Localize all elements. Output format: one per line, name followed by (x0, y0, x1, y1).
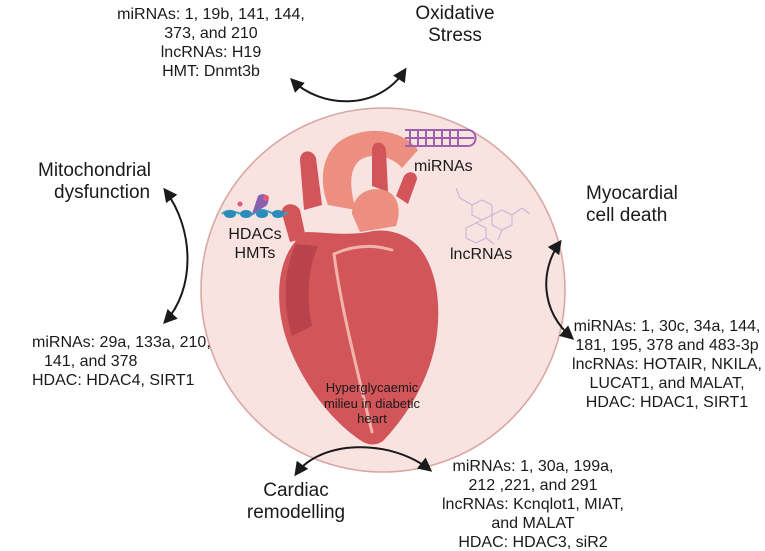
regulator-line: HDAC: HDAC3, siR2 (458, 533, 608, 551)
caption-line: heart (357, 411, 387, 427)
outcome-line: Cardiac (263, 480, 329, 501)
regulator-line: 181, 195, 378 and 483-3p (575, 336, 759, 354)
regulator-line: miRNAs: 29a, 133a, 210, (32, 334, 211, 351)
regulator-line: lncRNAs: HOTAIR, NKILA, (572, 355, 762, 373)
label-hdacs: HDACs (228, 226, 282, 243)
outcome-line: cell death (586, 205, 668, 227)
caption-line: Hyperglycaemic (325, 380, 419, 395)
regulator-line: and MALAT (491, 514, 575, 532)
regulators-cardiac-remodelling: miRNAs: 1, 30a, 199a, 212 ,221, and 291 … (433, 458, 633, 551)
molecule-structure-icon (455, 187, 531, 245)
arrow-top (290, 67, 407, 103)
regulator-line: miRNAs: 1, 30c, 34a, 144, (573, 318, 761, 335)
label-hmts: HMTs (234, 244, 276, 262)
outcome-line: Stress (428, 25, 482, 47)
cycle-arrows (163, 67, 575, 477)
arrow-right (545, 239, 575, 340)
outcome-mitochondrial-dysfunction: Mitochondrial dysfunction (38, 160, 178, 205)
label-mirnas: miRNAs (414, 158, 473, 175)
regulators-mitochondrial: miRNAs: 29a, 133a, 210, 141, and 378 HDA… (32, 334, 242, 391)
regulator-line: lncRNAs: H19 (160, 43, 262, 61)
outcome-myocardial-cell-death: Myocardial cell death (586, 183, 706, 228)
outcome-line: dysfunction (54, 182, 151, 204)
arrow-left (163, 187, 189, 325)
outcome-line: remodelling (246, 502, 346, 524)
regulator-line: 141, and 378 (44, 352, 138, 370)
regulator-line: HDAC: HDAC4, SIRT1 (32, 371, 195, 389)
heart-icon (279, 130, 439, 445)
outcome-line: Myocardial (586, 183, 678, 204)
nucleosome-icon (221, 194, 289, 218)
regulator-line: miRNAs: 1, 30a, 199a, (452, 458, 614, 475)
regulator-line: 212 ,221, and 291 (468, 476, 598, 494)
regulators-oxidative-stress: miRNAs: 1, 19b, 141, 144, 373, and 210 l… (112, 6, 310, 82)
caption-line: milieu in diabetic (323, 395, 421, 411)
arrow-bottom (294, 446, 433, 477)
hairpin-rna-icon (405, 129, 477, 147)
label-lncrnas: lncRNAs (450, 246, 513, 263)
outcome-line: Mitochondrial (38, 160, 151, 181)
center-caption: Hyperglycaemic milieu in diabetic heart (306, 380, 438, 427)
regulator-line: miRNAs: 1, 19b, 141, 144, (117, 6, 305, 23)
regulator-line: HMT: Dnmt3b (162, 62, 260, 80)
regulators-myocardial: miRNAs: 1, 30c, 34a, 144, 181, 195, 378 … (570, 318, 764, 412)
regulator-line: 373, and 210 (164, 24, 258, 42)
label-hdacs-hmts: HDACs HMTs (222, 226, 288, 264)
outcome-line: Oxidative (415, 3, 495, 24)
regulator-line: lncRNAs: Kcnqlot1, MIAT, (442, 495, 624, 513)
regulator-line: LUCAT1, and MALAT, (589, 374, 745, 392)
regulator-line: HDAC: HDAC1, SIRT1 (585, 393, 749, 411)
outcome-oxidative-stress: Oxidative Stress (400, 3, 510, 48)
outcome-cardiac-remodelling: Cardiac remodelling (226, 480, 366, 525)
